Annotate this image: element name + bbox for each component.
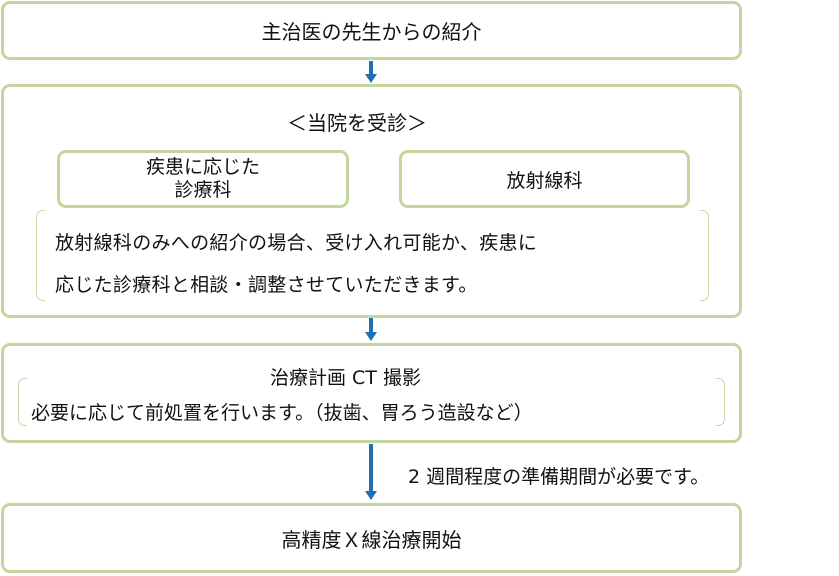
ct-title: 治療計画 CT 撮影 bbox=[270, 367, 421, 389]
ct-note-bracket-left bbox=[18, 378, 27, 426]
disease-dept-label-line2: 診療科 bbox=[174, 179, 232, 201]
arrow-down-2 bbox=[365, 318, 377, 342]
disease-dept-box: 疾患に応じた 診療科 bbox=[57, 150, 349, 208]
referral-label: 主治医の先生からの紹介 bbox=[261, 20, 482, 44]
ct-box bbox=[1, 343, 742, 443]
visit-note-line2: 応じた診療科と相談・調整させていただきます。 bbox=[55, 274, 478, 296]
treatment-start-box: 高精度Ｘ線治療開始 bbox=[1, 503, 742, 573]
disease-dept-label-line1: 疾患に応じた bbox=[145, 156, 260, 178]
visit-title: ＜当院を受診＞ bbox=[287, 111, 427, 135]
arrow-down-3 bbox=[365, 444, 377, 502]
prep-period-note: 2 週間程度の準備期間が必要です。 bbox=[408, 466, 710, 488]
arrow-down-1 bbox=[365, 61, 377, 83]
visit-note-line1: 放射線科のみへの紹介の場合、受け入れ可能か、疾患に bbox=[55, 232, 538, 254]
referral-box: 主治医の先生からの紹介 bbox=[1, 1, 742, 60]
treatment-start-label: 高精度Ｘ線治療開始 bbox=[281, 527, 462, 552]
visit-note-bracket-left bbox=[36, 210, 45, 301]
radiology-label: 放射線科 bbox=[506, 169, 583, 192]
ct-note: 必要に応じて前処置を行います。（抜歯、胃ろう造設など） bbox=[31, 402, 533, 424]
visit-note-bracket-right bbox=[700, 210, 709, 301]
ct-note-bracket-right bbox=[716, 378, 725, 426]
radiology-box: 放射線科 bbox=[399, 150, 690, 208]
